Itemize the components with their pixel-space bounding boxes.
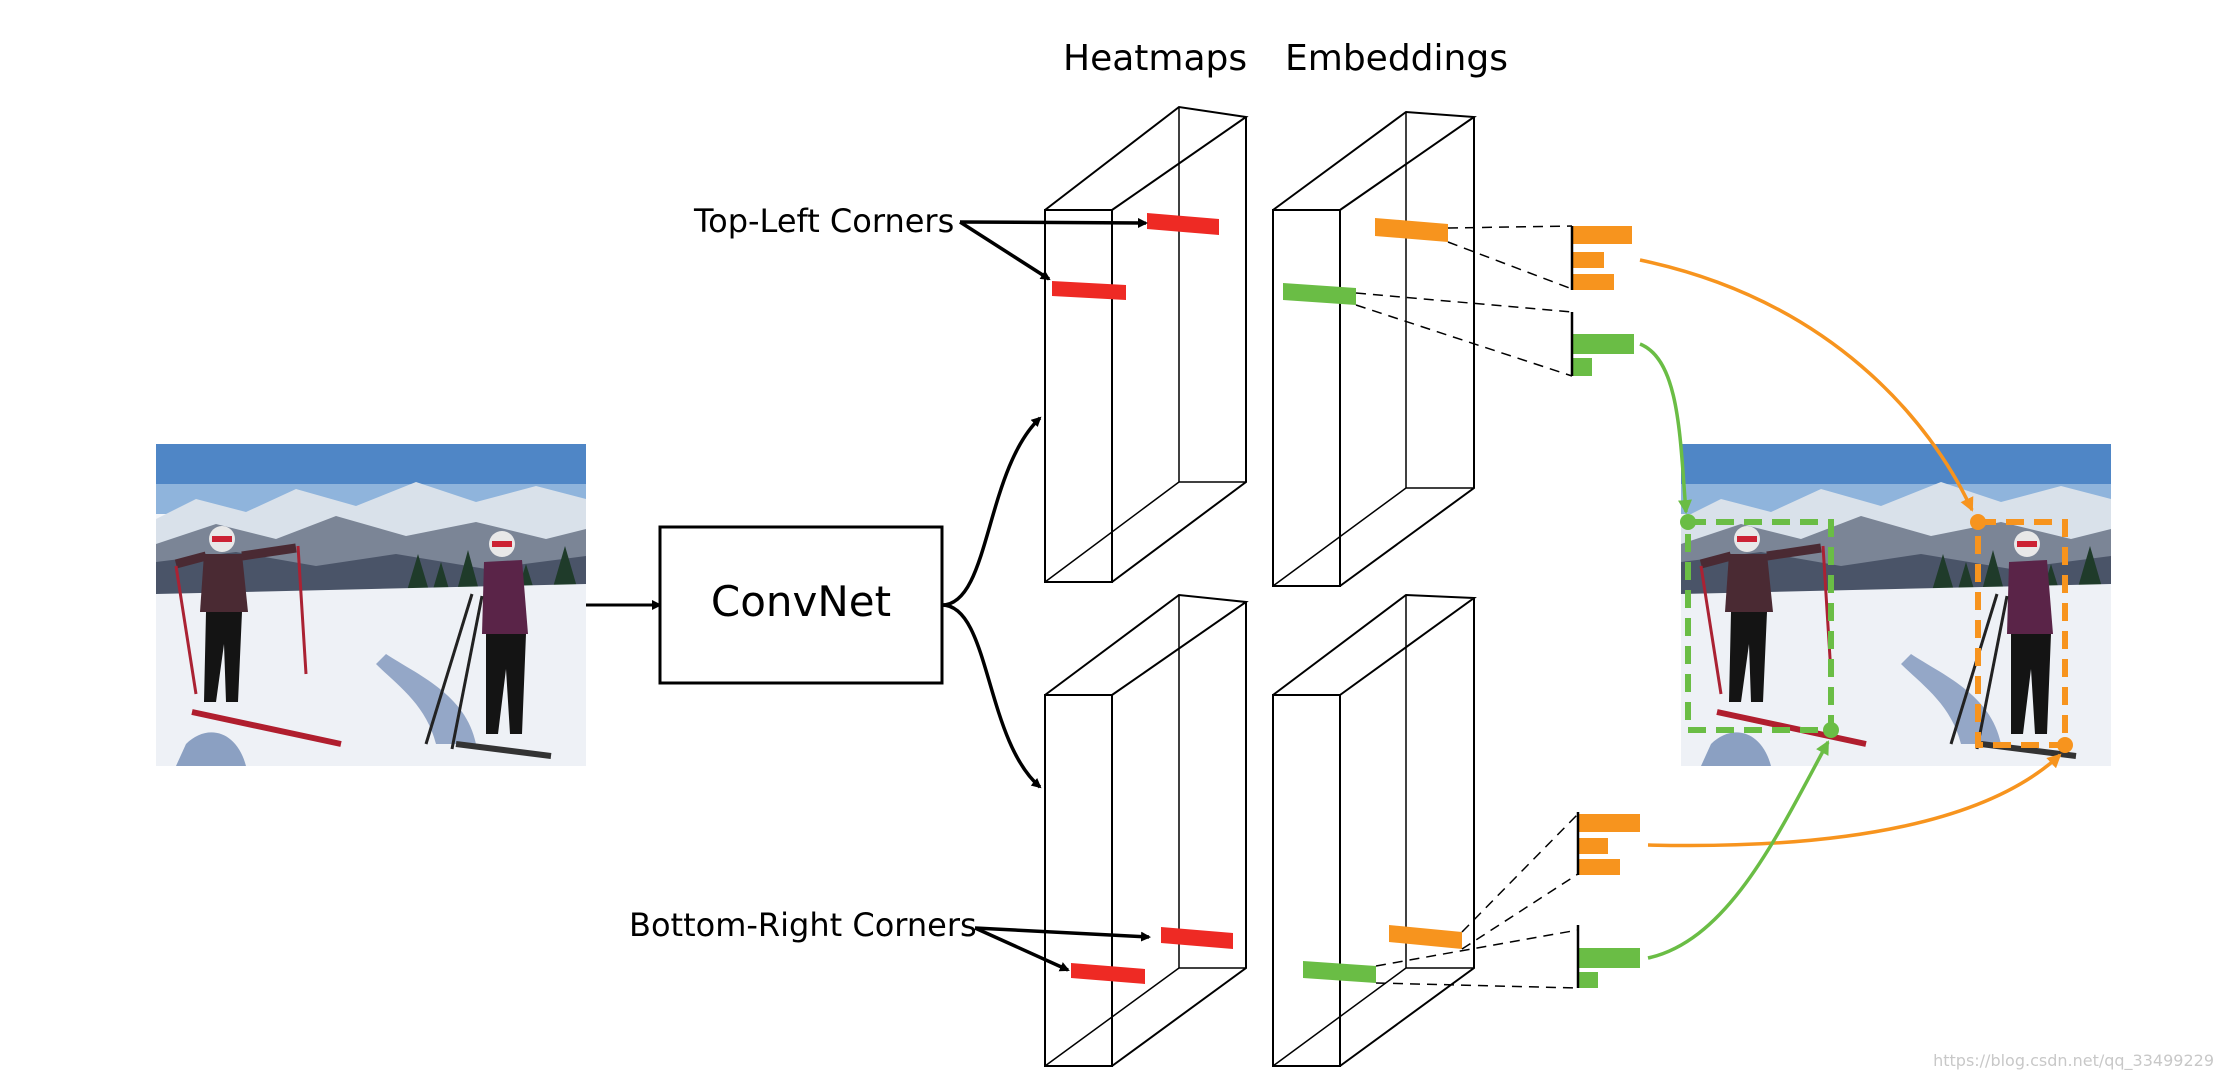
top-left-arrow-1 xyxy=(959,217,1148,228)
bottom-heatmaps-volume xyxy=(1044,593,1249,1067)
top-left-corners-label: Top-Left Corners xyxy=(693,202,954,240)
green-top-curve-arrow xyxy=(1639,342,1692,514)
bottom-right-heatmap-corner-1 xyxy=(1161,927,1233,949)
convnet-label: ConvNet xyxy=(711,577,891,626)
orange-top-left-dot xyxy=(1970,514,1986,530)
convnet-to-bottom-branch-arrow xyxy=(941,603,1042,789)
embedding-projection-lines xyxy=(1355,225,1579,989)
green-bottom-curve-arrow xyxy=(1647,740,1830,960)
top-left-heatmap-corner-1 xyxy=(1147,213,1219,235)
top-heatmaps-volume xyxy=(1044,105,1249,583)
embeddings-title: Embeddings xyxy=(1285,38,1508,79)
orange-bottom-curve-arrow xyxy=(1647,753,2062,848)
top-embedding-orange-bar xyxy=(1375,218,1448,242)
green-bounding-box xyxy=(1685,519,1834,733)
bottom-right-arrow-1 xyxy=(974,926,1151,942)
green-top-left-dot xyxy=(1680,514,1696,530)
watermark-text: https://blog.csdn.net/qq_33499229 xyxy=(1933,1051,2214,1071)
bottom-embedding-green-bar xyxy=(1303,961,1376,983)
orange-bottom-right-dot xyxy=(2057,737,2073,753)
top-embeddings-volume xyxy=(1272,110,1477,587)
bottom-orange-embedding-vector xyxy=(1576,812,1640,875)
output-image xyxy=(1681,444,2111,766)
top-left-heatmap-corner-2 xyxy=(1052,281,1126,300)
top-embedding-green-bar xyxy=(1283,283,1356,305)
bottom-green-embedding-vector xyxy=(1576,925,1640,988)
top-left-arrow-2 xyxy=(959,220,1051,281)
green-bottom-right-dot xyxy=(1823,722,1839,738)
convnet-to-top-branch-arrow xyxy=(941,416,1042,607)
bottom-embeddings-volume xyxy=(1272,593,1477,1067)
bottom-right-corners-label: Bottom-Right Corners xyxy=(629,906,977,944)
orange-top-curve-arrow xyxy=(1639,258,1974,512)
top-orange-embedding-vector xyxy=(1570,226,1632,290)
top-green-embedding-vector xyxy=(1570,312,1634,376)
orange-bounding-box xyxy=(1975,519,2068,748)
bottom-right-heatmap-corner-2 xyxy=(1071,963,1145,984)
bottom-embedding-orange-bar xyxy=(1389,925,1462,949)
heatmaps-title: Heatmaps xyxy=(1063,38,1247,79)
input-image xyxy=(156,444,586,766)
bottom-right-arrow-2 xyxy=(974,926,1070,972)
